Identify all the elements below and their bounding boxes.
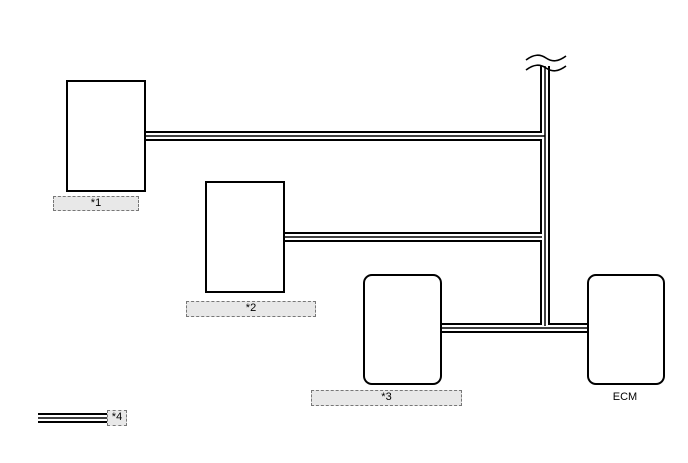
component-2-box bbox=[205, 181, 285, 293]
callout-4-text: *4 bbox=[111, 411, 123, 423]
callout-2: *2 bbox=[186, 301, 316, 317]
bus-lines bbox=[146, 66, 587, 333]
component-3-box bbox=[363, 274, 442, 385]
callout-1: *1 bbox=[53, 196, 139, 211]
wavy-break-icon bbox=[525, 54, 567, 72]
callout-3: *3 bbox=[311, 390, 462, 406]
callout-2-text: *2 bbox=[245, 302, 257, 314]
component-1-box bbox=[66, 80, 146, 192]
callout-3-text: *3 bbox=[381, 391, 392, 403]
ecm-box bbox=[587, 274, 665, 385]
ecm-label: ECM bbox=[612, 391, 638, 403]
callout-4: *4 bbox=[107, 410, 127, 426]
callout-1-text: *1 bbox=[90, 197, 102, 209]
